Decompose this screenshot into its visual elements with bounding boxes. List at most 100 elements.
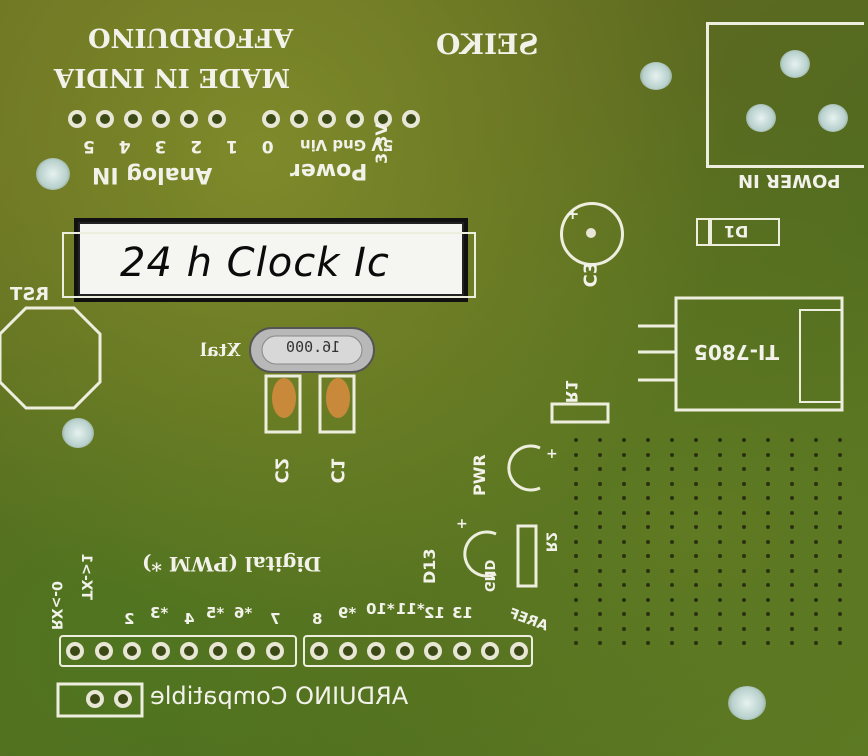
power-pad[interactable] xyxy=(318,110,336,128)
c1-capacitor xyxy=(326,378,350,418)
proto-hole xyxy=(838,612,842,616)
digital-pad[interactable] xyxy=(396,642,414,660)
proto-hole xyxy=(838,467,842,471)
digital-pad[interactable] xyxy=(237,642,255,660)
ic-socket-outline xyxy=(62,232,476,298)
power-pad[interactable] xyxy=(290,110,308,128)
proto-hole xyxy=(622,583,626,587)
digital-pad[interactable] xyxy=(424,642,442,660)
digital-pad[interactable] xyxy=(367,642,385,660)
analog-pad[interactable] xyxy=(152,110,170,128)
analog-pad[interactable] xyxy=(68,110,86,128)
c3-pad[interactable] xyxy=(586,228,596,238)
mount-hole-mid xyxy=(62,418,94,448)
proto-hole xyxy=(598,496,602,500)
power-pad[interactable] xyxy=(262,110,280,128)
analog-pad[interactable] xyxy=(180,110,198,128)
proto-hole xyxy=(622,481,626,486)
proto-hole xyxy=(646,626,650,631)
d1-outline xyxy=(696,218,780,246)
proto-hole xyxy=(838,539,842,544)
jumper-pad[interactable] xyxy=(86,690,104,708)
d6-label: *6 xyxy=(234,604,253,622)
proto-hole xyxy=(622,568,626,573)
proto-hole xyxy=(598,438,602,442)
analog-pad[interactable] xyxy=(96,110,114,128)
proto-hole xyxy=(598,510,602,515)
proto-hole xyxy=(646,452,650,457)
proto-hole xyxy=(790,539,794,544)
digital-pad[interactable] xyxy=(266,642,284,660)
c2-capacitor xyxy=(272,378,296,418)
power-pad[interactable] xyxy=(402,110,420,128)
digital-pad[interactable] xyxy=(180,642,198,660)
proto-hole xyxy=(670,583,674,587)
proto-hole xyxy=(790,481,794,486)
proto-hole xyxy=(694,641,698,645)
reg-label: TI-7805 xyxy=(694,340,779,364)
proto-hole xyxy=(766,525,770,529)
jumper-pad[interactable] xyxy=(114,690,132,708)
digital-pad[interactable] xyxy=(95,642,113,660)
proto-hole xyxy=(742,481,746,486)
proto-hole xyxy=(790,452,794,457)
proto-hole xyxy=(670,568,674,573)
proto-hole xyxy=(598,481,602,486)
d9-label: *9 xyxy=(338,604,357,622)
digital-pad[interactable] xyxy=(481,642,499,660)
proto-hole xyxy=(694,597,698,602)
proto-hole xyxy=(670,510,674,515)
proto-hole xyxy=(622,452,626,457)
proto-hole xyxy=(718,467,722,471)
proto-hole xyxy=(574,539,578,544)
proto-hole xyxy=(646,467,650,471)
proto-hole xyxy=(694,539,698,544)
digital-pad[interactable] xyxy=(510,642,528,660)
c1-outline xyxy=(318,374,356,434)
c2-outline xyxy=(264,374,302,434)
digital-pad[interactable] xyxy=(209,642,227,660)
d11-label: *11 xyxy=(396,600,425,618)
ic-handwritten-label: 24 h Clock Ic xyxy=(120,240,390,286)
proto-hole xyxy=(766,568,770,573)
proto-hole xyxy=(694,583,698,587)
proto-hole xyxy=(814,583,818,587)
proto-hole xyxy=(790,626,794,631)
proto-hole xyxy=(766,481,770,486)
proto-hole xyxy=(670,525,674,529)
proto-hole xyxy=(622,510,626,515)
proto-hole xyxy=(670,597,674,602)
digital-pad[interactable] xyxy=(339,642,357,660)
digital-pad[interactable] xyxy=(310,642,328,660)
proto-hole xyxy=(694,467,698,471)
proto-hole xyxy=(766,612,770,616)
digital-pad[interactable] xyxy=(66,642,84,660)
d3-label: *3 xyxy=(150,604,169,622)
xtal-label: Xtal xyxy=(200,340,241,361)
digital-pad[interactable] xyxy=(123,642,141,660)
analog-pad[interactable] xyxy=(124,110,142,128)
digital-pad[interactable] xyxy=(152,642,170,660)
proto-hole xyxy=(622,641,626,645)
digital-label: Digital (PWM *) xyxy=(142,552,322,576)
power-jack-hole xyxy=(818,104,848,132)
proto-hole xyxy=(574,612,578,616)
digital-pad[interactable] xyxy=(453,642,471,660)
power-pad[interactable] xyxy=(346,110,364,128)
proto-hole xyxy=(598,597,602,602)
proto-hole xyxy=(742,496,746,500)
proto-hole xyxy=(790,612,794,616)
jumper-outline xyxy=(56,682,144,718)
proto-hole xyxy=(742,568,746,573)
proto-hole xyxy=(670,626,674,631)
reg-prefix: TI- xyxy=(749,340,780,364)
proto-hole xyxy=(718,539,722,544)
proto-hole xyxy=(646,510,650,515)
power-pad[interactable] xyxy=(374,110,392,128)
proto-hole xyxy=(814,510,818,515)
proto-hole xyxy=(670,467,674,471)
proto-hole xyxy=(814,467,818,471)
analog-pad[interactable] xyxy=(208,110,226,128)
